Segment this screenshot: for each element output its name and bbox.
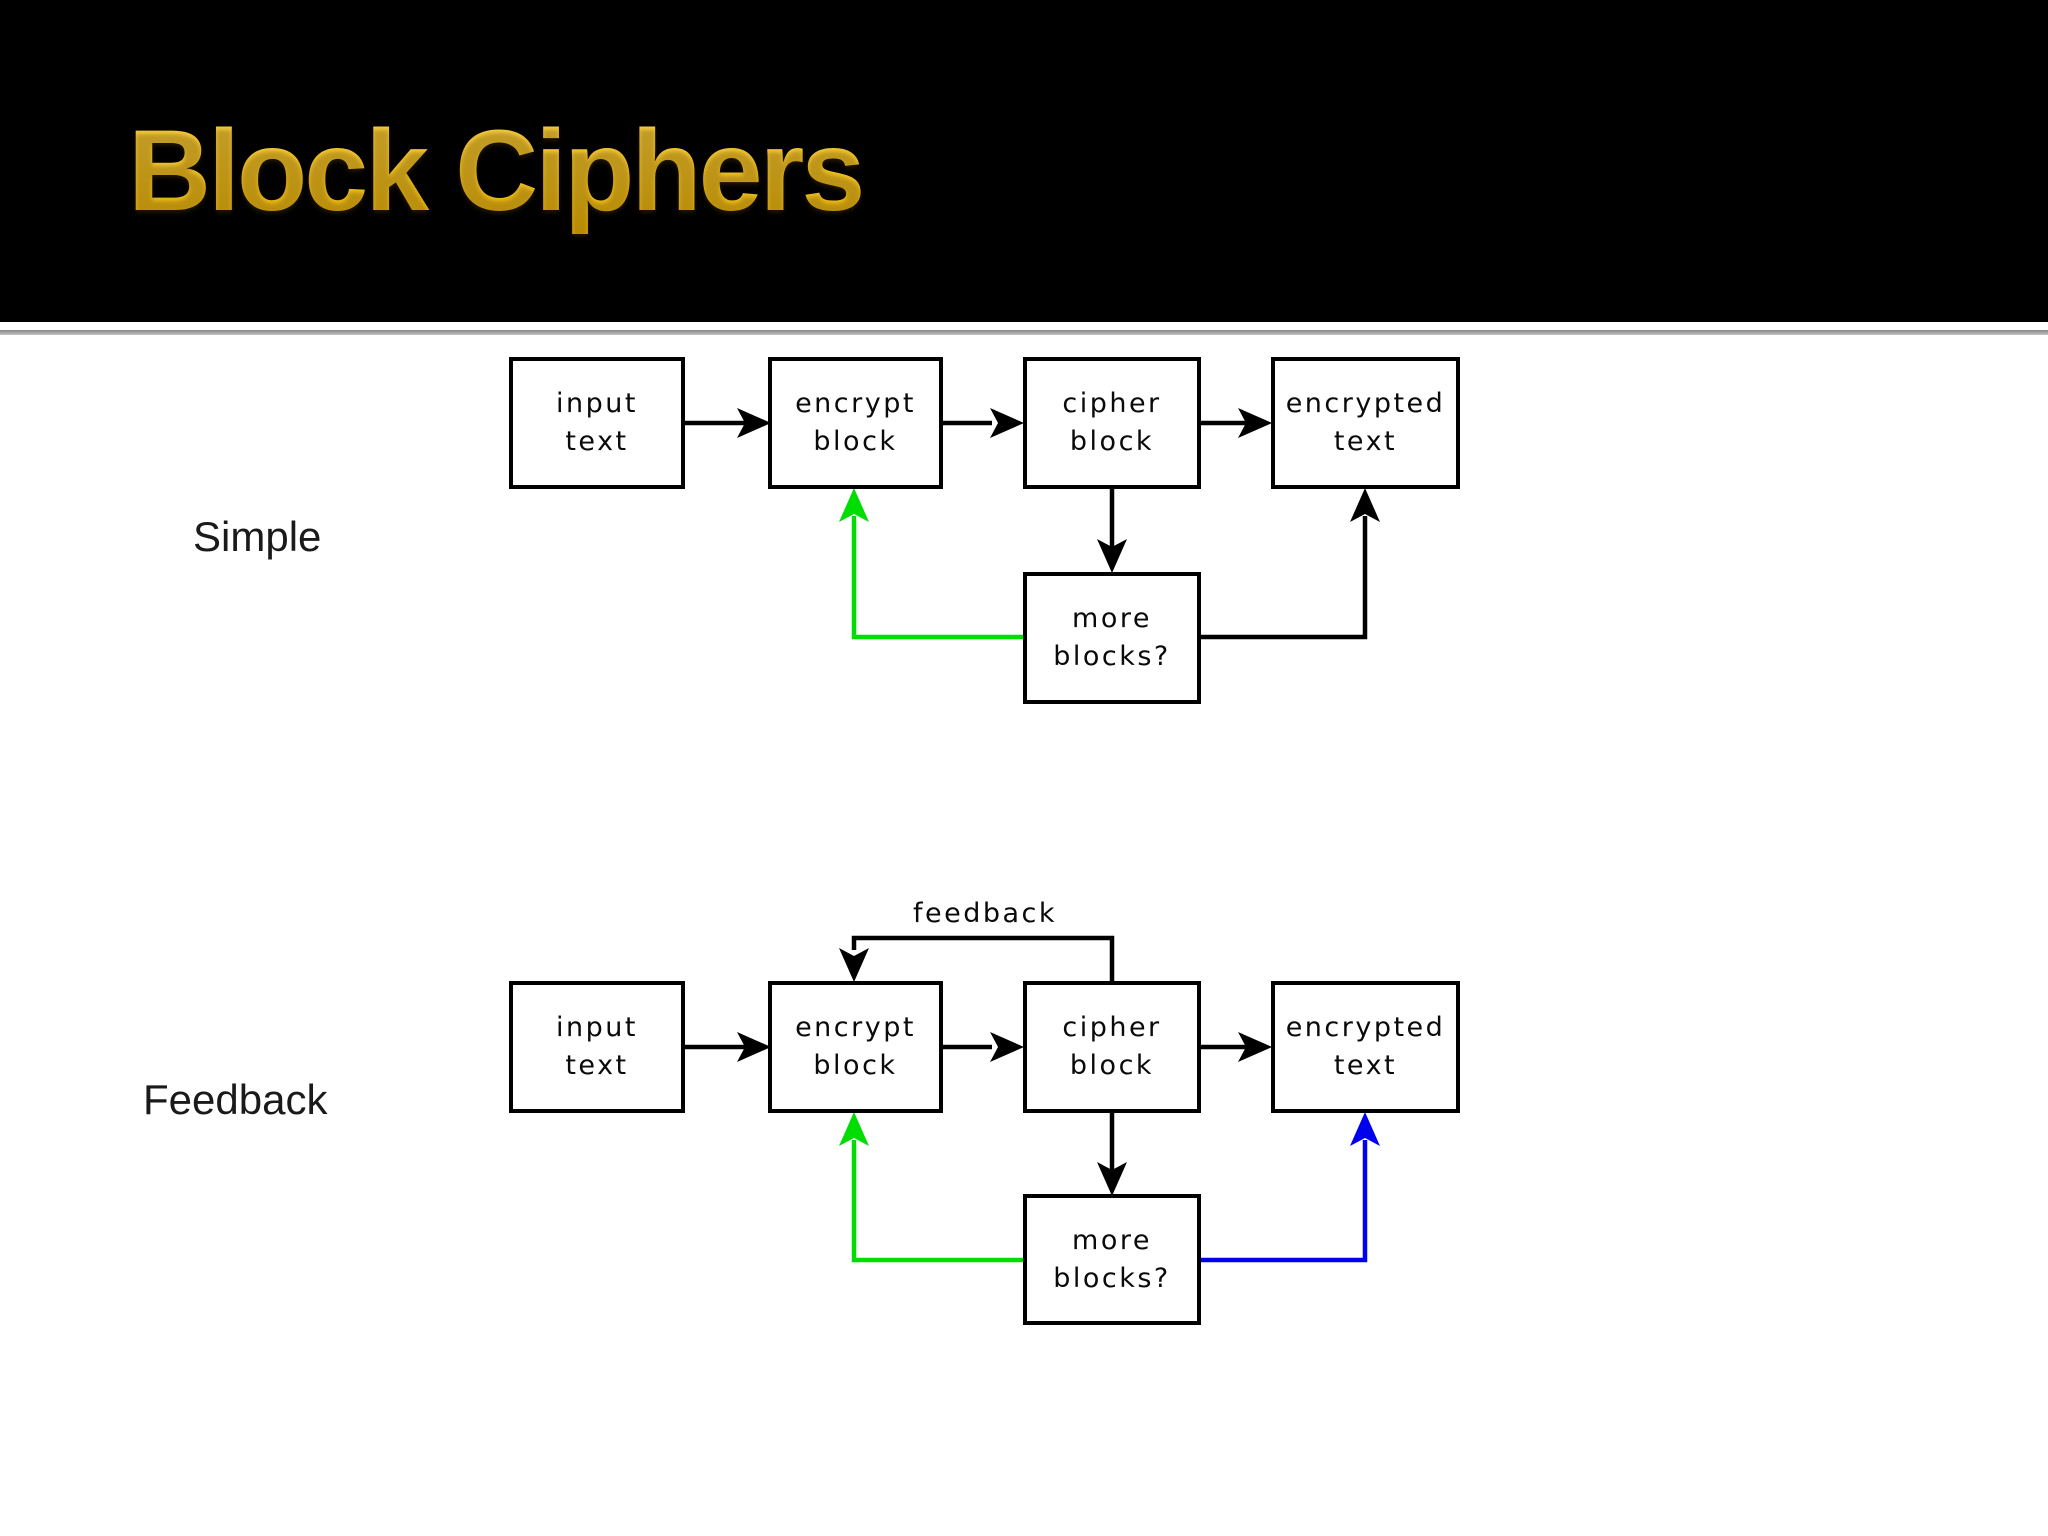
box-label-line: blocks? xyxy=(1053,641,1171,672)
box-label-line: text xyxy=(1333,1050,1398,1081)
box-label-line: text xyxy=(1333,426,1398,457)
feedback-box-encrypt-block: encrypt block xyxy=(768,981,943,1113)
box-label-line: cipher xyxy=(1062,1012,1162,1043)
feedback-box-cipher-block: cipher block xyxy=(1023,981,1201,1113)
slide-title: Block Ciphers xyxy=(128,96,865,246)
header-bar: Block Ciphers xyxy=(0,0,2048,322)
simple-box-encrypt-block: encrypt block xyxy=(768,357,943,489)
simple-arrowhead-into-moreblocks-icon xyxy=(1097,539,1127,573)
simple-box-encrypted-text: encrypted text xyxy=(1271,357,1460,489)
simple-arrowhead-into-encrypted-icon xyxy=(1238,408,1272,438)
feedback-blue-arrowhead-into-encrypted-icon xyxy=(1350,1112,1380,1146)
simple-box-more-blocks: more blocks? xyxy=(1023,572,1201,704)
simple-arrowhead-into-encrypt-icon xyxy=(737,408,771,438)
box-label-line: block xyxy=(813,426,898,457)
box-label-line: encrypt xyxy=(795,388,916,419)
simple-box-cipher-block: cipher block xyxy=(1023,357,1201,489)
box-label-line: text xyxy=(565,1050,629,1081)
feedback-loop-moreblocks-to-encrypt xyxy=(851,1140,1024,1263)
simple-loop-moreblocks-to-encrypt xyxy=(851,516,1024,640)
box-label-line: encrypt xyxy=(795,1012,916,1043)
feedback-box-more-blocks: more blocks? xyxy=(1023,1194,1201,1325)
box-label-line: encrypted xyxy=(1285,1012,1446,1043)
box-label-line: more xyxy=(1072,603,1152,634)
box-label-line: text xyxy=(565,426,629,457)
simple-connector-moreblocks-to-encrypted xyxy=(1200,516,1368,640)
box-label-line: encrypted xyxy=(1285,388,1446,419)
feedback-green-arrowhead-into-encrypt-icon xyxy=(839,1112,869,1146)
simple-green-arrowhead-into-encrypt-icon xyxy=(839,488,869,522)
section-label-feedback: Feedback xyxy=(143,1076,328,1123)
box-label-line: block xyxy=(813,1050,898,1081)
feedback-box-encrypted-text: encrypted text xyxy=(1271,981,1460,1113)
feedback-arrowhead-down-into-encrypt-icon xyxy=(839,948,869,982)
feedback-arrowhead-into-encrypt-icon xyxy=(737,1032,771,1062)
feedback-box-input-text: input text xyxy=(509,981,685,1113)
header-divider-line xyxy=(0,330,2048,335)
box-label-line: block xyxy=(1069,426,1155,457)
box-label-line: more xyxy=(1072,1224,1152,1256)
box-label-line: blocks? xyxy=(1053,1262,1171,1294)
box-label-line: block xyxy=(1069,1050,1155,1081)
feedback-loop-cipher-to-encrypt xyxy=(851,935,1115,982)
simple-arrowhead-up-into-encrypted-icon xyxy=(1350,488,1380,522)
section-label-simple: Simple xyxy=(193,513,322,560)
feedback-arrowhead-into-cipher-icon xyxy=(990,1032,1024,1062)
box-label-line: cipher xyxy=(1062,388,1162,419)
simple-box-input-text: input text xyxy=(509,357,685,489)
box-label-line: input xyxy=(556,388,638,419)
feedback-arrowhead-into-moreblocks-icon xyxy=(1097,1162,1127,1196)
feedback-arrowhead-into-encrypted-icon xyxy=(1238,1032,1272,1062)
box-label-line: input xyxy=(556,1012,638,1043)
feedback-connector-moreblocks-to-encrypted xyxy=(1200,1140,1368,1263)
simple-arrowhead-into-cipher-icon xyxy=(990,408,1024,438)
feedback-annotation: feedback xyxy=(912,898,1058,929)
